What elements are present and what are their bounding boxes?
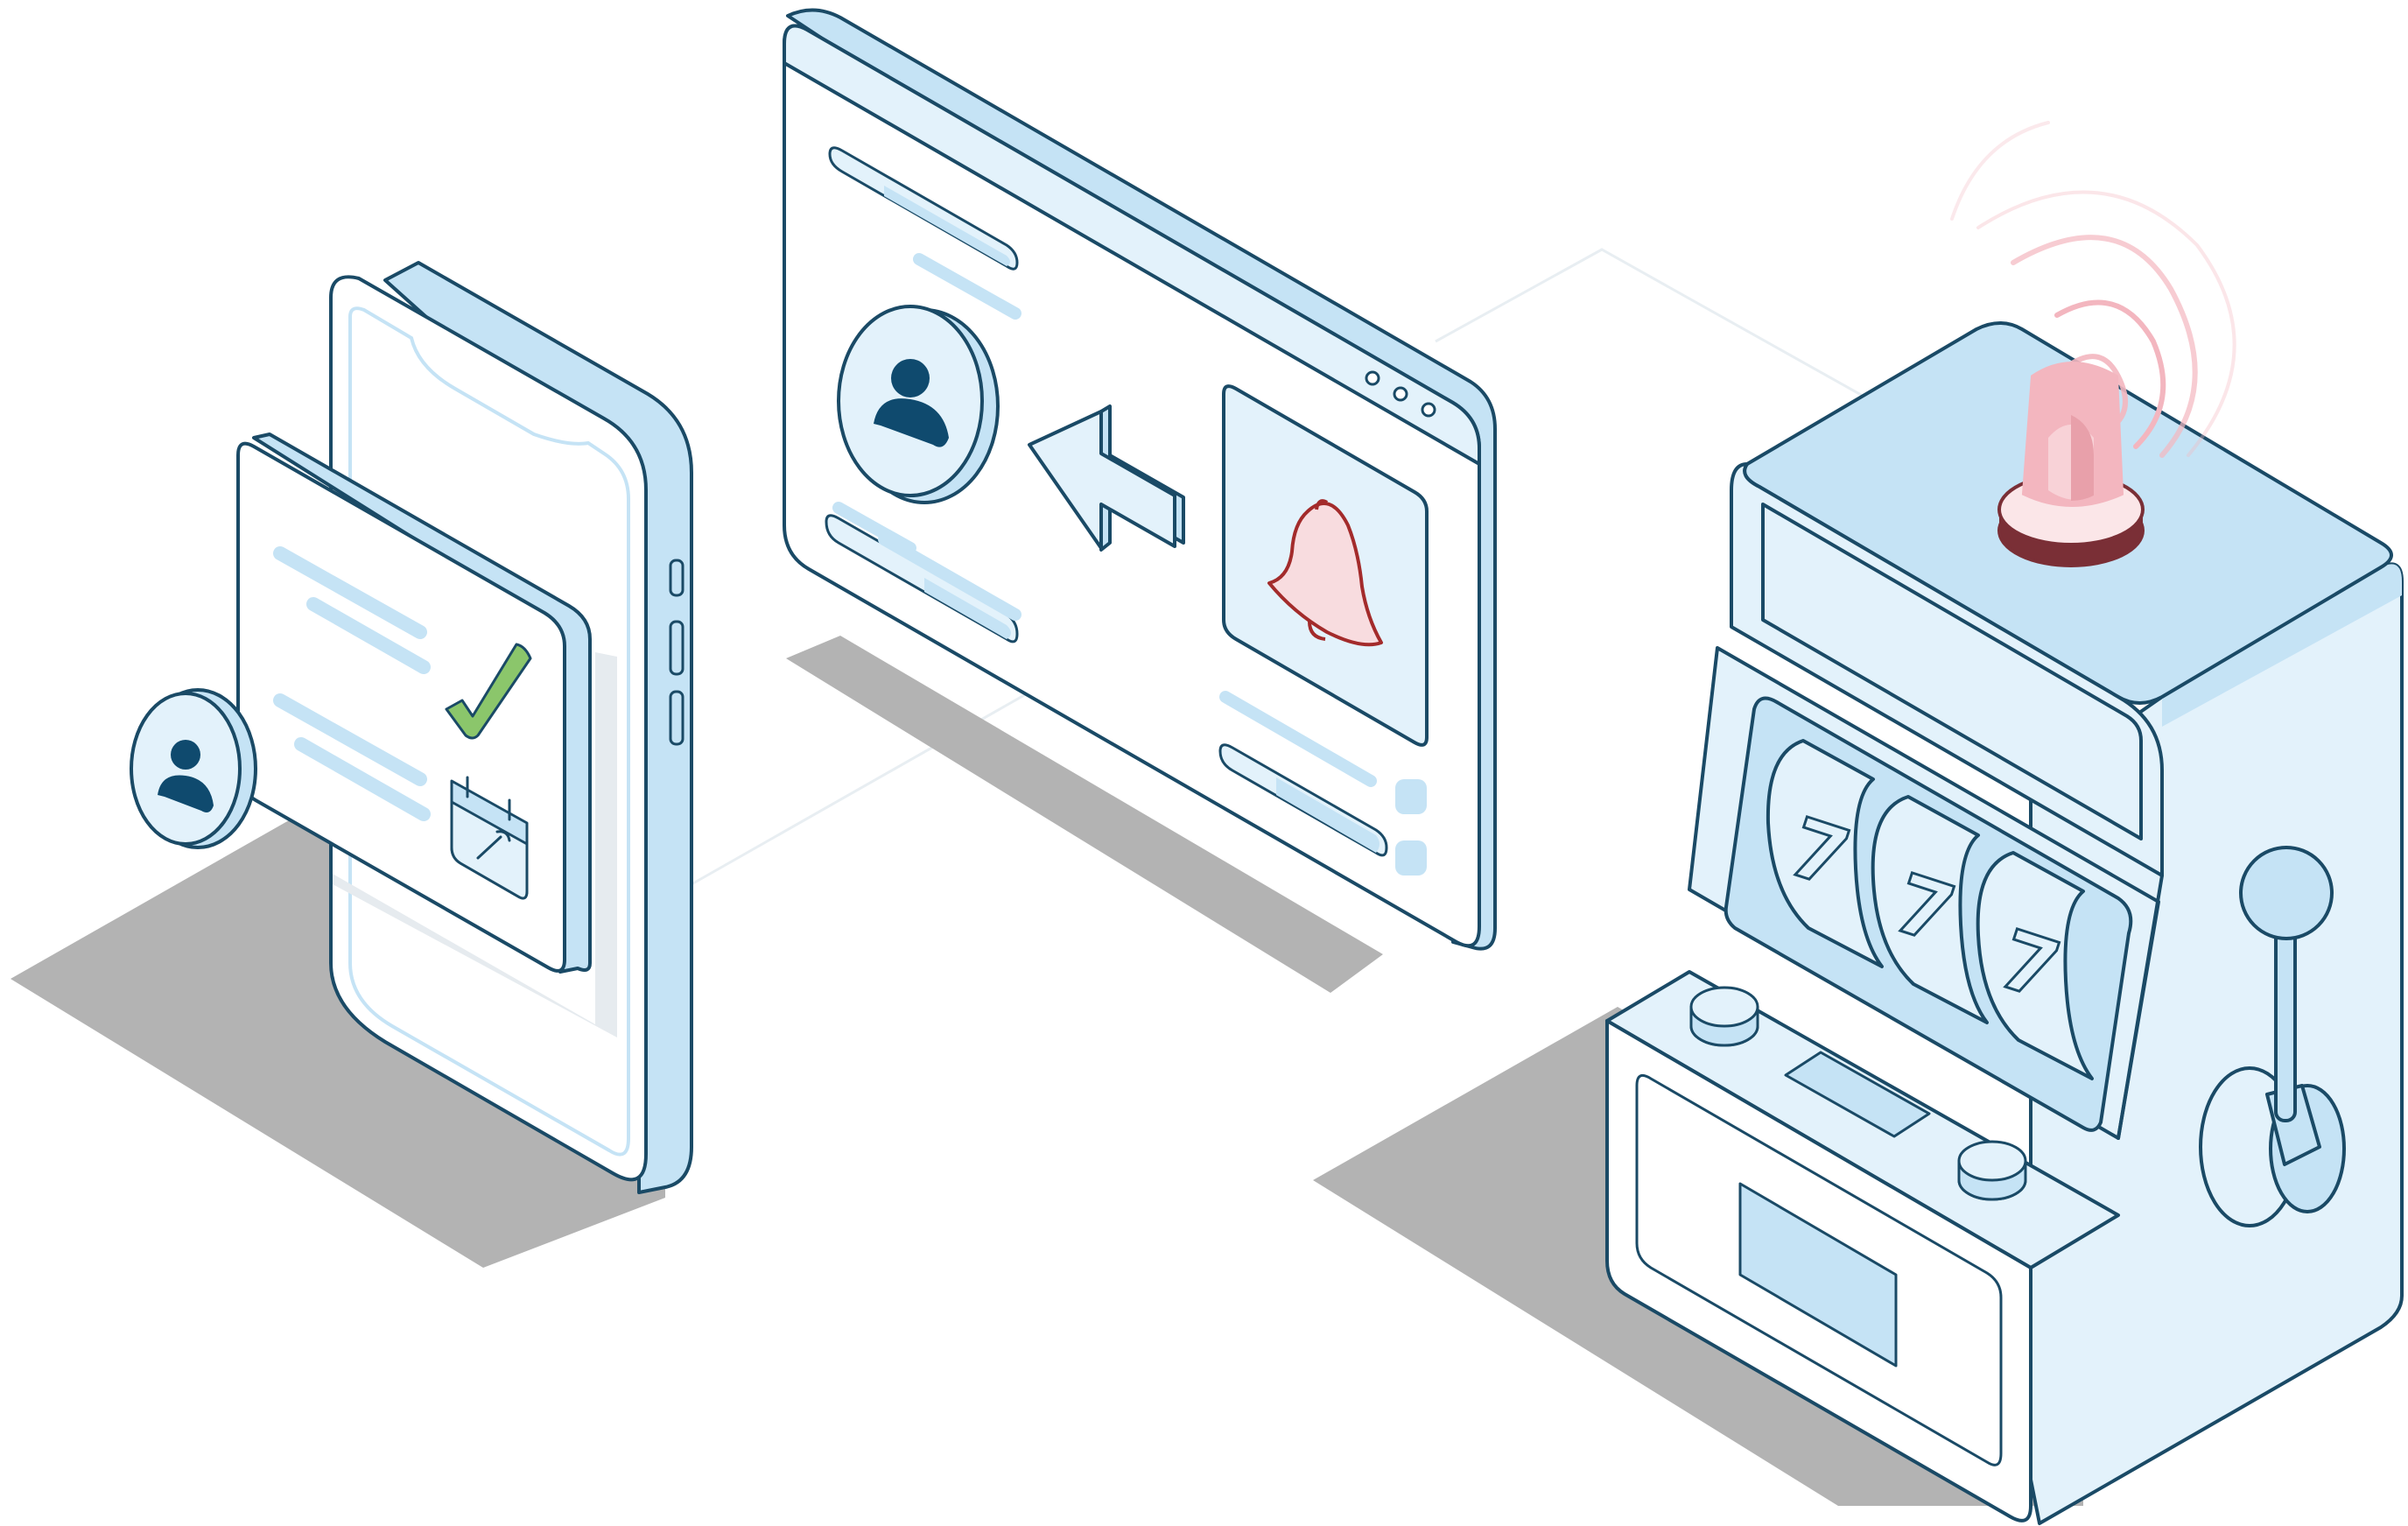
slot-reel-3: 7 — [1976, 851, 2094, 1080]
browser-window — [783, 8, 1497, 951]
phone-button-3 — [669, 690, 684, 746]
slot-machine: 7 7 7 — [1605, 121, 2404, 1525]
siren-light-icon — [1950, 121, 2236, 567]
browser-progress-bar-top — [828, 146, 1021, 320]
browser-progress-bar-bottom — [825, 514, 1021, 643]
slot-reel-2: 7 — [1871, 795, 1989, 1024]
bell-icon — [1267, 499, 1383, 647]
user-icon — [130, 688, 257, 849]
phone-button-1 — [669, 559, 684, 597]
user-icon — [837, 305, 1000, 504]
slot-button-right[interactable] — [1957, 1140, 2027, 1201]
slot-reel-1: 7 — [1766, 739, 1884, 968]
slot-button-center[interactable] — [1784, 1051, 1931, 1138]
calendar-wrench-icon — [450, 776, 529, 900]
browser-progress-bar-right — [1218, 743, 1388, 857]
left-arrow-icon — [1028, 404, 1185, 552]
phone-card — [130, 432, 592, 974]
check-icon — [445, 643, 532, 740]
slot-reels: 7 7 7 — [1766, 739, 2094, 1080]
lever-icon[interactable] — [2199, 846, 2346, 1227]
background-connector-lines — [691, 248, 1892, 886]
browser-shadow — [786, 636, 1383, 993]
bell-panel — [1222, 384, 1429, 747]
slot-button-left[interactable] — [1689, 986, 1759, 1047]
phone-button-2 — [669, 620, 684, 676]
